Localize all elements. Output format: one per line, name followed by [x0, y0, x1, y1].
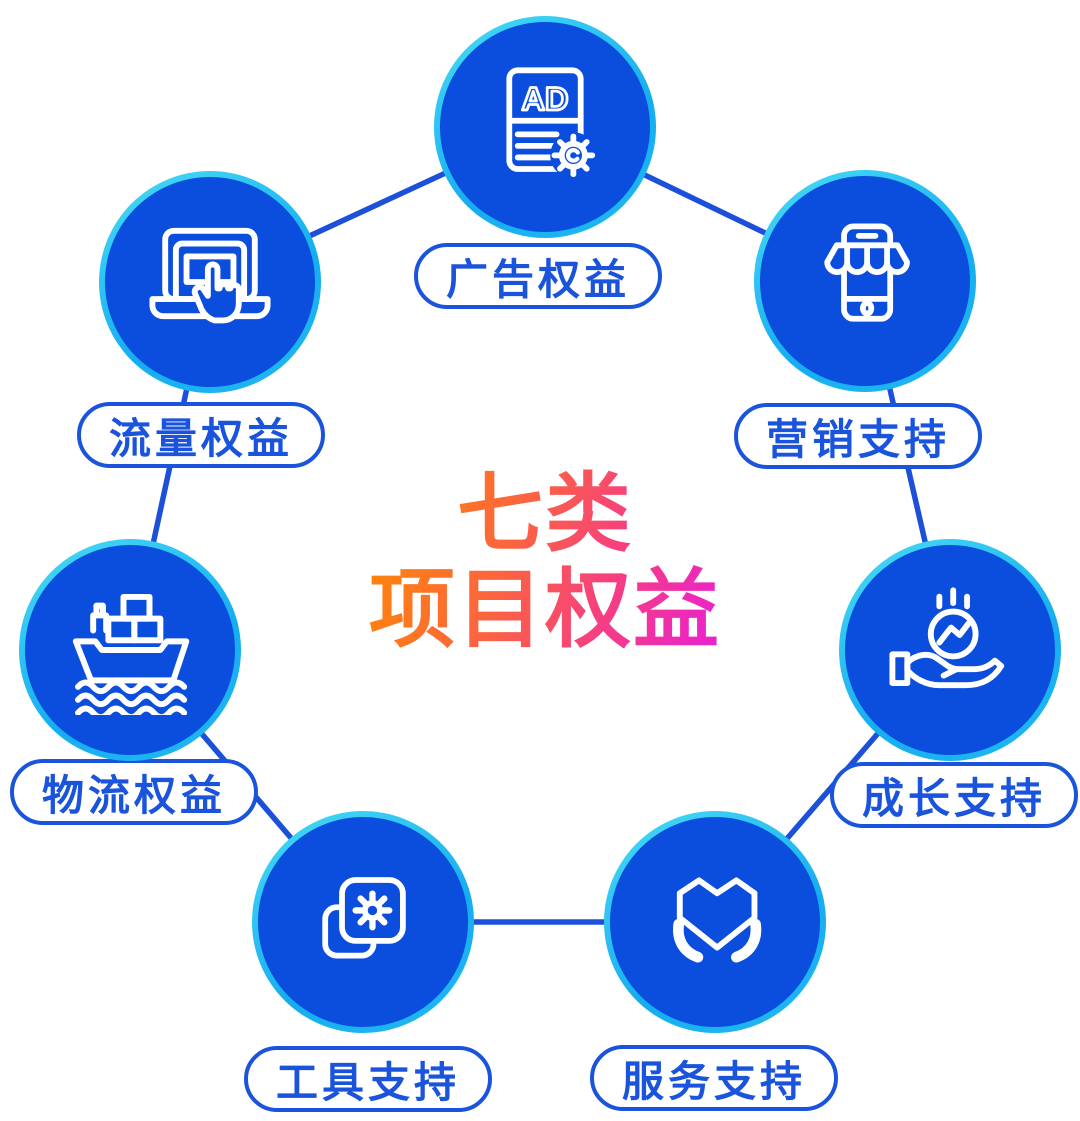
label-marketing: 营销支持	[765, 415, 950, 463]
label-pill-growth: 成长支持	[830, 762, 1078, 828]
label-pill-tools: 工具支持	[244, 1046, 492, 1112]
node-service-circle	[610, 817, 820, 1027]
label-traffic: 流量权益	[108, 414, 293, 462]
node-ad: AD	[434, 16, 656, 238]
svg-text:AD: AD	[521, 81, 568, 117]
node-growth-circle	[845, 545, 1055, 755]
heart-in-hands-icon	[673, 877, 762, 963]
node-service	[604, 811, 826, 1033]
laptop-click-icon	[149, 227, 271, 324]
node-logistics-circle	[25, 545, 235, 755]
page-title-line1: 七类	[457, 466, 633, 562]
label-pill-service: 服务支持	[590, 1045, 838, 1111]
node-tools-circle	[258, 817, 468, 1027]
label-pill-ad: 广告权益	[414, 243, 662, 309]
node-traffic-circle	[105, 177, 315, 387]
node-marketing-circle	[760, 176, 970, 386]
mobile-storefront-icon	[824, 223, 910, 322]
node-traffic	[99, 171, 321, 393]
label-ad: 广告权益	[445, 255, 630, 303]
label-growth: 成长支持	[861, 774, 1046, 822]
label-pill-traffic: 流量权益	[77, 402, 325, 468]
app-gear-stack-icon	[322, 877, 406, 959]
label-pill-logistics: 物流权益	[10, 759, 258, 825]
node-tools	[252, 811, 474, 1033]
page-title-line2: 项目权益	[369, 562, 721, 659]
node-logistics	[19, 539, 241, 761]
hand-growth-chart-icon	[889, 587, 1005, 689]
label-service: 服务支持	[621, 1057, 806, 1105]
label-tools: 工具支持	[275, 1058, 460, 1106]
label-pill-marketing: 营销支持	[734, 403, 982, 469]
node-ad-circle: AD	[440, 22, 650, 232]
node-marketing	[754, 170, 976, 392]
node-growth	[839, 539, 1061, 761]
label-logistics: 物流权益	[41, 771, 226, 819]
cargo-ship-icon	[72, 593, 190, 715]
page-title: 七类 项目权益	[369, 466, 721, 659]
ad-document-gear-icon: AD	[506, 67, 597, 179]
